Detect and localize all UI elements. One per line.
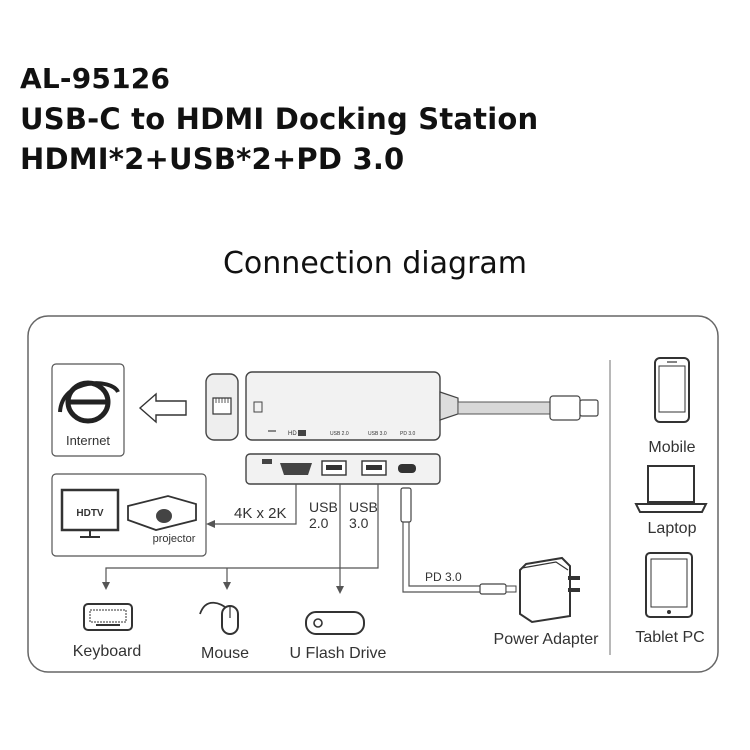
power-adapter-label: Power Adapter	[494, 631, 600, 648]
keyboard-icon	[83, 603, 133, 631]
hub-usb30-label: USB 3.0	[368, 431, 387, 437]
flash-drive-arrowhead	[336, 586, 344, 594]
model-number: AL-95126	[20, 62, 171, 95]
pd-cable-line	[408, 522, 482, 587]
projector-label: projector	[153, 533, 196, 545]
pd-cable-plug	[400, 487, 412, 523]
power-adapter-icon	[519, 556, 580, 624]
diagram-frame	[27, 315, 719, 673]
resolution-label: 4K x 2K	[234, 505, 287, 522]
hdmi-connection-line	[214, 484, 297, 525]
mobile-icon	[654, 357, 690, 423]
ethernet-port	[205, 373, 239, 441]
mouse-arrowhead	[223, 582, 231, 590]
mobile-label: Mobile	[648, 439, 695, 456]
port-summary: HDMI*2+USB*2+PD 3.0	[20, 142, 405, 176]
tablet-icon	[645, 552, 693, 618]
internet-box: Internet	[51, 363, 125, 457]
hub-front-view	[245, 453, 441, 485]
projector-icon	[127, 495, 197, 531]
hdmi-port-icon	[280, 463, 312, 475]
internet-label: Internet	[66, 433, 110, 448]
arrow-left-icon	[138, 392, 187, 424]
hub-pd-label: PD 3.0	[400, 431, 416, 437]
keyboard-arrowhead	[102, 582, 110, 590]
usb-c-plug-icon	[549, 395, 581, 421]
hub-usb20-label: USB 2.0	[330, 431, 349, 437]
usb30-label-line1: USB	[349, 499, 378, 515]
usb-c-port-icon	[398, 464, 416, 473]
product-title: USB-C to HDMI Docking Station	[20, 102, 539, 136]
hdtv-label: HDTV	[76, 508, 104, 519]
usb20-label-line2: 2.0	[309, 515, 329, 531]
tablet-label: Tablet PC	[635, 629, 704, 646]
usb20-label-line1: USB	[309, 499, 338, 515]
hdmi-arrowhead	[206, 520, 215, 528]
laptop-icon	[634, 465, 708, 513]
display-box: HDTV projector	[51, 473, 207, 557]
mouse-label: Mouse	[201, 645, 249, 662]
usb30-label-line2: 3.0	[349, 515, 369, 531]
hdmi-badge-icon	[298, 430, 306, 436]
hub-hdmi-label: HD	[288, 431, 297, 437]
pd-label: PD 3.0	[425, 570, 462, 584]
usb20-connection-line	[105, 484, 379, 584]
mouse-icon	[199, 601, 239, 635]
diagram-title: Connection diagram	[222, 246, 528, 281]
laptop-label: Laptop	[648, 520, 697, 537]
ethernet-symbol-icon	[253, 401, 263, 413]
flash-drive-label: U Flash Drive	[290, 645, 387, 662]
keyboard-label: Keyboard	[73, 643, 142, 660]
flash-drive-icon	[305, 611, 365, 635]
internet-explorer-icon	[58, 380, 120, 424]
hub-top-view: HD USB 2.0 USB 3.0 PD 3.0	[245, 371, 599, 441]
